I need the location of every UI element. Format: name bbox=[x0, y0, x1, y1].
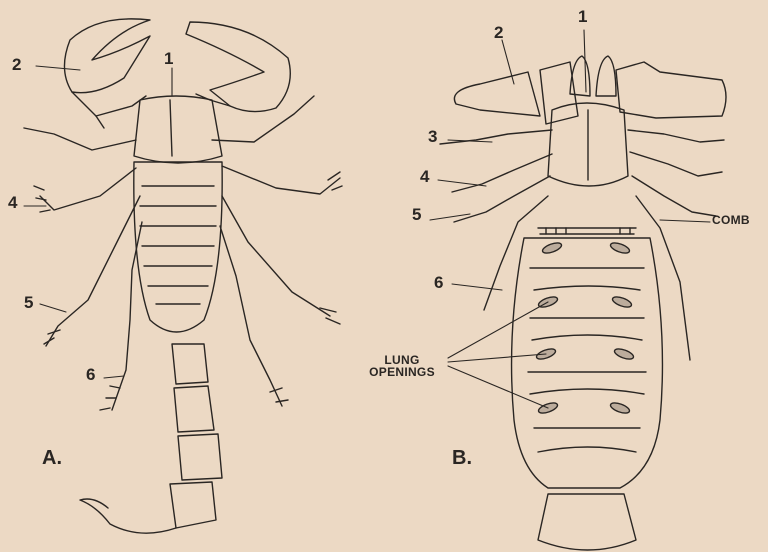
left-pincer bbox=[64, 19, 150, 93]
comb bbox=[538, 228, 636, 234]
figure-a-label-1: 1 bbox=[164, 50, 173, 67]
carapace bbox=[134, 96, 222, 163]
figure-a-label-5: 5 bbox=[24, 294, 33, 311]
panel-label-b: B. bbox=[452, 448, 472, 468]
left-leg-2 bbox=[46, 196, 140, 346]
left-leg-1 bbox=[24, 128, 136, 150]
panel-label-a: A. bbox=[42, 448, 62, 468]
ventral-abdomen bbox=[512, 238, 663, 488]
tail bbox=[170, 344, 222, 528]
figure-a-label-4: 4 bbox=[8, 194, 17, 211]
figure-b-label-2: 2 bbox=[494, 24, 503, 41]
figure-a-label-6: 6 bbox=[86, 366, 95, 383]
abdomen bbox=[134, 162, 222, 332]
ventral-scorpion bbox=[440, 56, 726, 550]
lung-openings-label-line2: OPENINGS bbox=[356, 366, 448, 378]
figure-b-label-3: 3 bbox=[428, 128, 437, 145]
figure-b-label-6: 6 bbox=[434, 274, 443, 291]
figure-b-label-5: 5 bbox=[412, 206, 421, 223]
figure-b-label-4: 4 bbox=[420, 168, 429, 185]
figure-a-label-2: 2 bbox=[12, 56, 21, 73]
lung-openings-label: LUNG OPENINGS bbox=[356, 354, 448, 378]
left-leg-3 bbox=[112, 222, 142, 410]
figure-b-label-1: 1 bbox=[578, 8, 587, 25]
left-pedipalp bbox=[454, 72, 540, 116]
dorsal-scorpion bbox=[24, 19, 342, 533]
right-pedipalp bbox=[616, 62, 726, 118]
comb-label: COMB bbox=[712, 214, 750, 226]
